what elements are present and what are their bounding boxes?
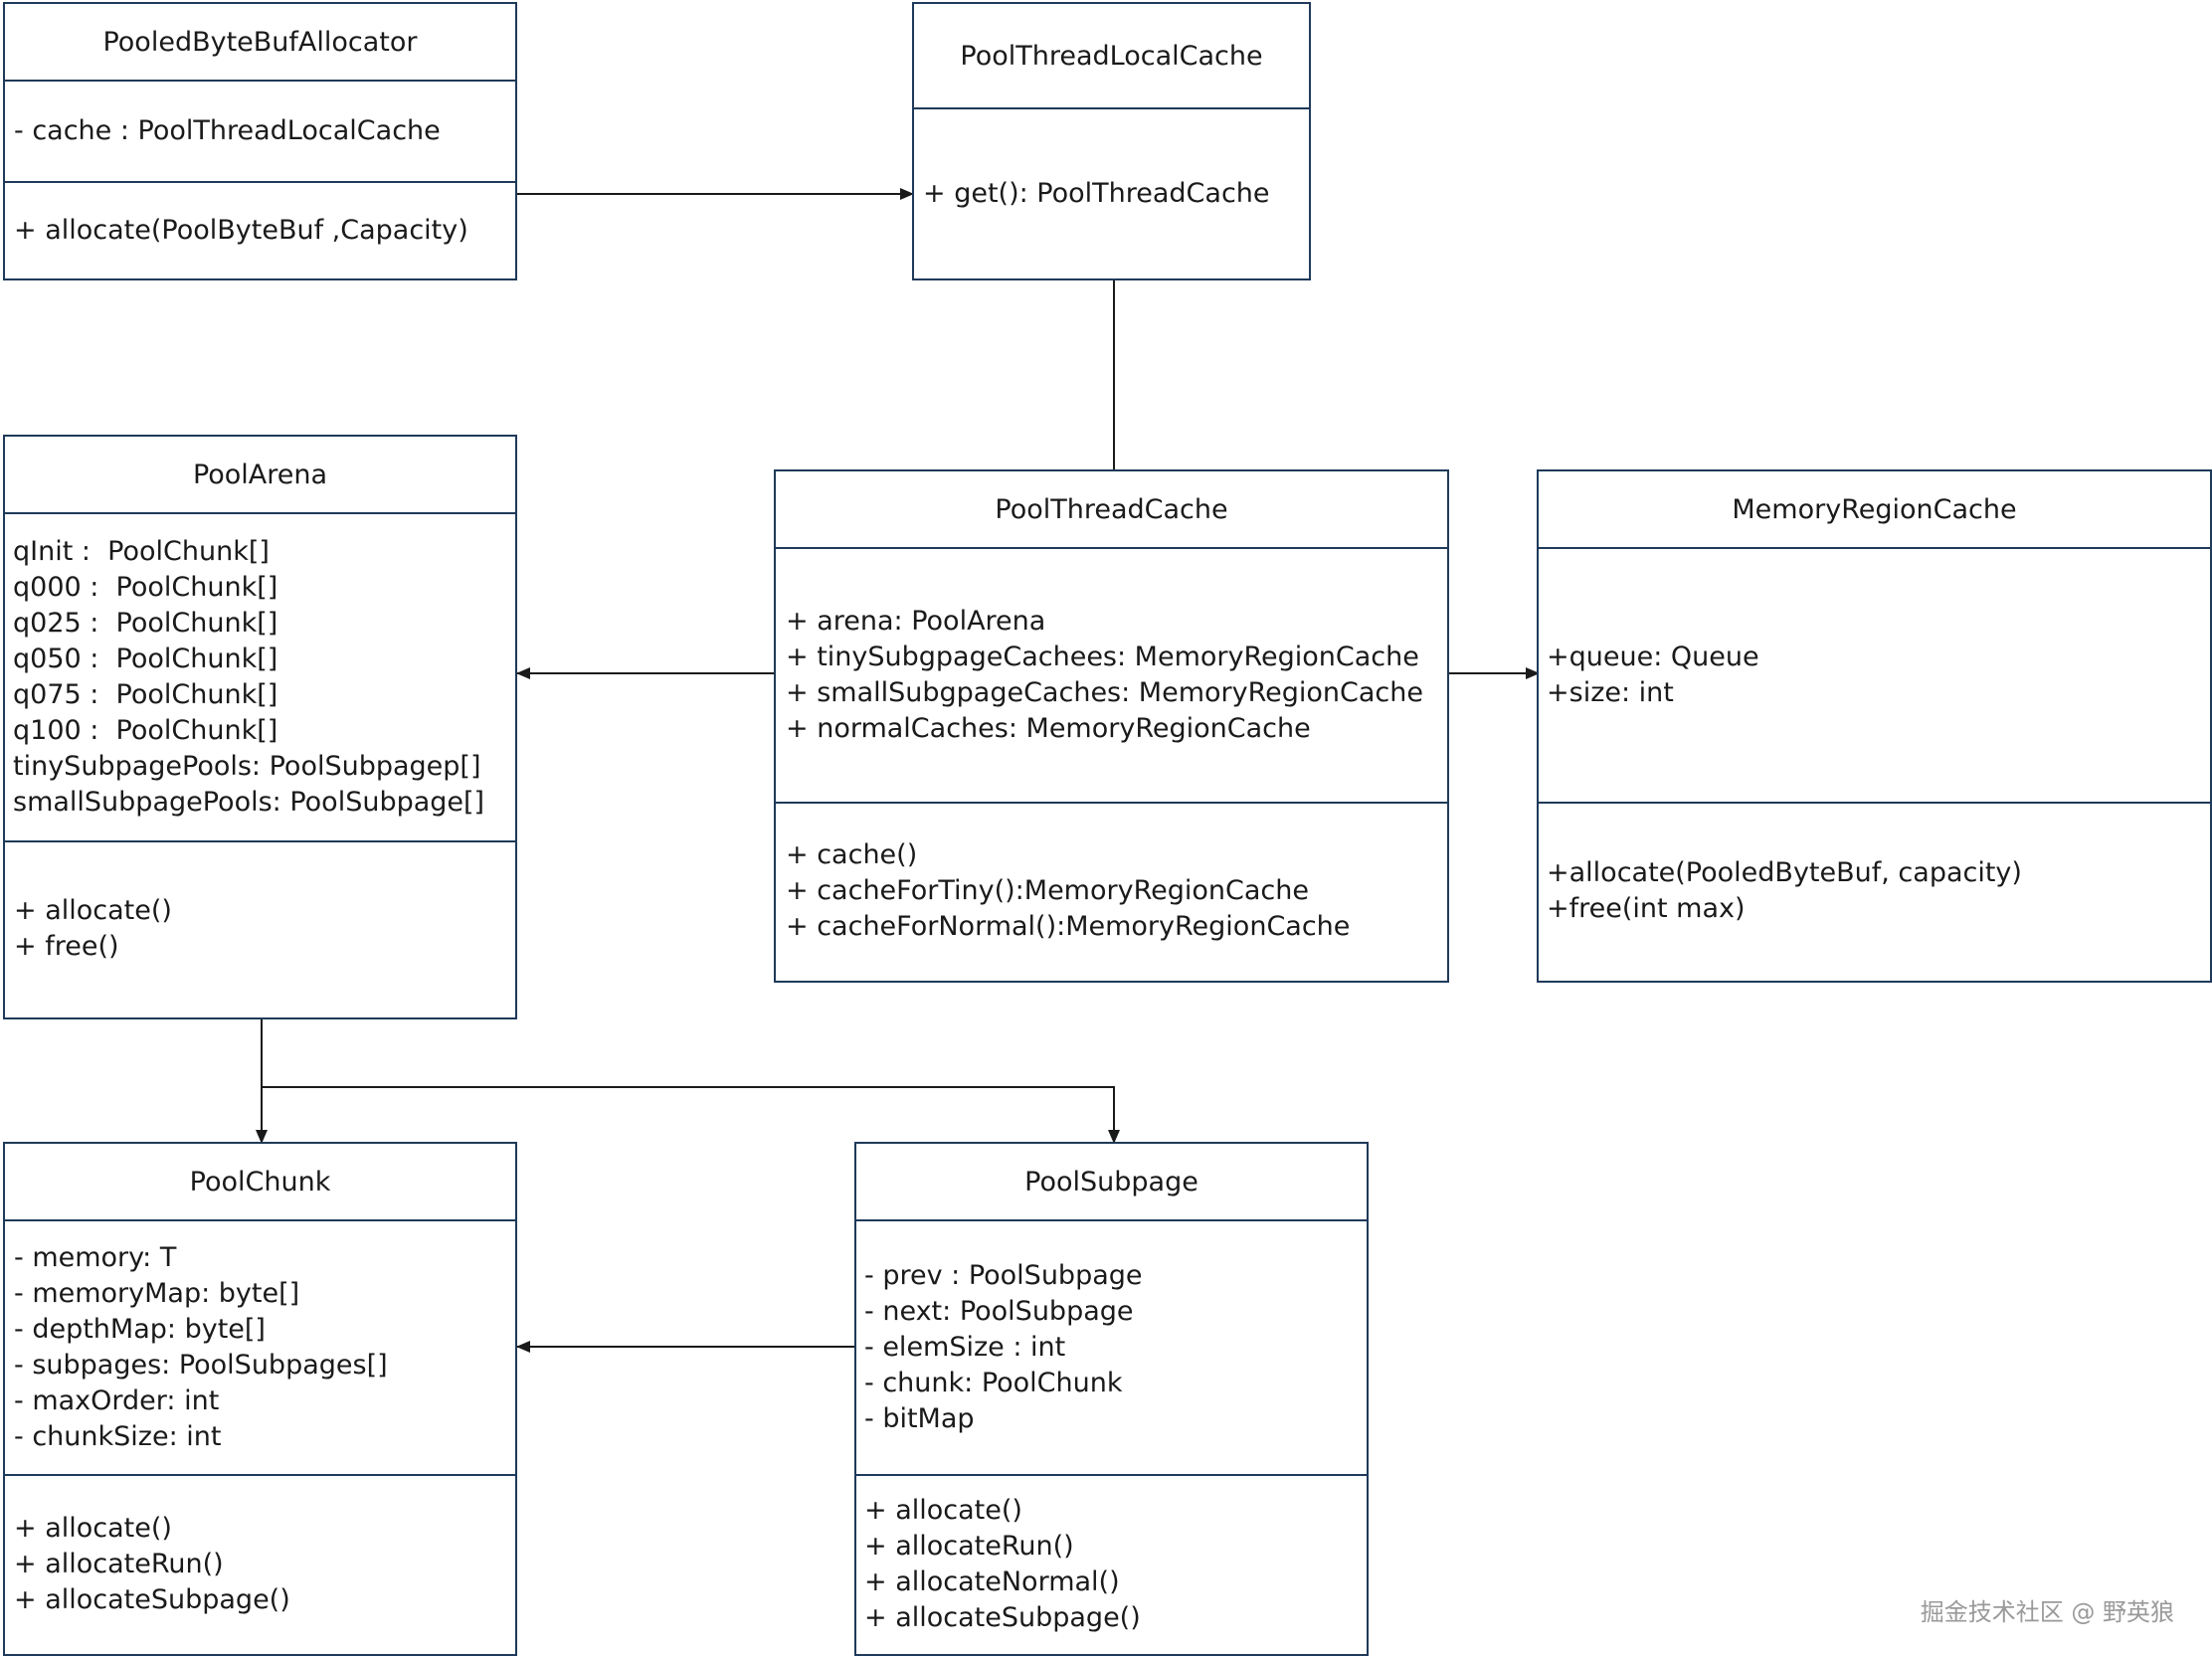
edge-arena-to-subpage — [262, 1086, 1120, 1144]
class-name: PoolThreadCache — [995, 493, 1228, 525]
attribute: - cache : PoolThreadLocalCache — [14, 115, 441, 146]
attribute: +queue: Queue — [1547, 642, 1759, 672]
methods: + allocate() + allocateRun() + allocateN… — [856, 1474, 1367, 1652]
class-poolchunk: PoolChunk - memory: T - memoryMap: byte[… — [3, 1142, 517, 1656]
watermark: 掘金技术社区 @ 野英狼 — [1920, 1598, 2174, 1626]
attributes: - cache : PoolThreadLocalCache — [5, 80, 515, 181]
class-poolarena: PoolArena qInit : PoolChunk[] q000 : Poo… — [3, 435, 517, 1019]
attribute: - memory: T — [14, 1242, 177, 1273]
methods: + allocate(PoolByteBuf ,Capacity) — [5, 181, 515, 278]
attribute: qInit : PoolChunk[] — [13, 536, 270, 567]
class-poolsubpage: PoolSubpage - prev : PoolSubpage - next:… — [854, 1142, 1369, 1656]
attribute: q100 : PoolChunk[] — [13, 715, 278, 746]
attribute: smallSubpagePools: PoolSubpage[] — [13, 787, 485, 818]
class-poolthreadlocalcache: PoolThreadLocalCache + get(): PoolThread… — [912, 2, 1311, 280]
method: + allocateRun() — [14, 1548, 224, 1579]
attribute: q050 : PoolChunk[] — [13, 644, 278, 674]
class-name: PoolSubpage — [1024, 1166, 1198, 1197]
attribute: + smallSubgpageCaches: MemoryRegionCache — [786, 677, 1423, 708]
attribute: - memoryMap: byte[] — [14, 1278, 300, 1309]
class-pooledbytebufallocator: PooledByteBufAllocator - cache : PoolThr… — [3, 2, 517, 280]
class-name: MemoryRegionCache — [1732, 493, 2017, 525]
method: + allocateNormal() — [864, 1565, 1120, 1597]
method: + allocate(PoolByteBuf ,Capacity) — [14, 215, 468, 246]
attribute: - elemSize : int — [864, 1332, 1066, 1363]
attributes: - memory: T - memoryMap: byte[] - depthM… — [5, 1219, 515, 1474]
attribute: q025 : PoolChunk[] — [13, 608, 278, 639]
method: + free() — [14, 931, 119, 962]
attributes: - prev : PoolSubpage - next: PoolSubpage… — [856, 1219, 1367, 1474]
method: + cache() — [786, 839, 918, 870]
attribute: - prev : PoolSubpage — [864, 1260, 1143, 1291]
attribute: +size: int — [1547, 677, 1674, 708]
attribute: - chunkSize: int — [14, 1421, 222, 1452]
attributes: qInit : PoolChunk[] q000 : PoolChunk[] q… — [5, 512, 515, 840]
class-poolthreadcache: PoolThreadCache + arena: PoolArena + tin… — [774, 469, 1449, 983]
method: + cacheForNormal():MemoryRegionCache — [786, 911, 1351, 942]
attributes: + arena: PoolArena + tinySubgpageCachees… — [776, 547, 1447, 802]
attribute: - maxOrder: int — [14, 1385, 220, 1416]
method: + allocate() — [14, 895, 172, 926]
class-name: PooledByteBufAllocator — [102, 26, 418, 58]
attribute: q075 : PoolChunk[] — [13, 679, 278, 710]
methods: + cache() + cacheForTiny():MemoryRegionC… — [776, 802, 1447, 979]
method: + allocateSubpage() — [864, 1601, 1141, 1633]
attribute: - chunk: PoolChunk — [864, 1368, 1123, 1398]
method: + get(): PoolThreadCache — [923, 178, 1270, 209]
methods: +allocate(PooledByteBuf, capacity) +free… — [1539, 802, 2210, 979]
methods: + allocate() + allocateRun() + allocateS… — [5, 1474, 515, 1652]
attribute: + tinySubgpageCachees: MemoryRegionCache — [786, 642, 1419, 672]
attribute: - subpages: PoolSubpages[] — [14, 1350, 388, 1381]
attribute: tinySubpagePools: PoolSubpagep[] — [13, 751, 481, 782]
class-memoryregioncache: MemoryRegionCache +queue: Queue +size: i… — [1537, 469, 2212, 983]
method: + cacheForTiny():MemoryRegionCache — [786, 875, 1309, 906]
method: + allocate() — [14, 1512, 172, 1544]
methods: + allocate() + free() — [5, 840, 515, 1015]
method: + allocateSubpage() — [14, 1583, 290, 1615]
attribute: + arena: PoolArena — [786, 606, 1046, 637]
method: + allocate() — [864, 1494, 1022, 1526]
attribute: q000 : PoolChunk[] — [13, 572, 278, 603]
attribute: - bitMap — [864, 1403, 975, 1434]
methods: + get(): PoolThreadCache — [914, 107, 1309, 278]
attribute: + normalCaches: MemoryRegionCache — [786, 713, 1311, 744]
attribute: - depthMap: byte[] — [14, 1314, 266, 1345]
class-name: PoolChunk — [189, 1166, 331, 1197]
attributes: +queue: Queue +size: int — [1539, 547, 2210, 802]
class-name: PoolArena — [192, 459, 328, 490]
method: +allocate(PooledByteBuf, capacity) — [1547, 857, 2022, 888]
method: +free(int max) — [1547, 893, 1746, 924]
class-name: PoolThreadLocalCache — [960, 40, 1263, 72]
attribute: - next: PoolSubpage — [864, 1296, 1134, 1327]
method: + allocateRun() — [864, 1530, 1074, 1562]
